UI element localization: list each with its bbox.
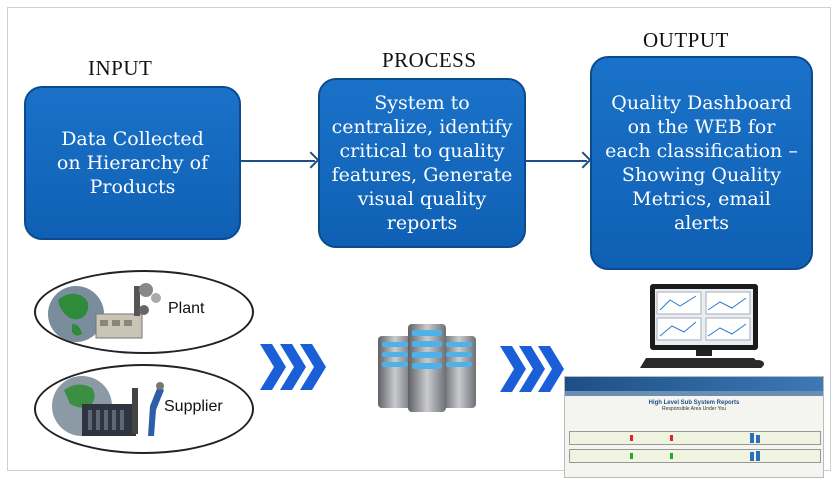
mouse-icon: [752, 360, 764, 368]
input-heading: INPUT: [88, 56, 153, 80]
dashboard-screenshot: High Level Sub System Reports Responsibl…: [564, 376, 824, 478]
input-to-process-arrow: [241, 160, 315, 162]
measuring-arm: [148, 386, 164, 436]
output-box: Quality Dashboard on the WEB for each cl…: [590, 56, 813, 270]
continent-shape: [58, 293, 89, 320]
input-box-text: Data Collected on Hierarchy of Products: [56, 128, 209, 198]
dashboard-row: [569, 431, 821, 445]
plant-oval: Plant: [34, 270, 254, 354]
dashboard-row: [569, 449, 821, 463]
output-box-text: Quality Dashboard on the WEB for each cl…: [605, 92, 798, 234]
server-rack-icon: [378, 324, 476, 412]
computer-monitor-icon: [640, 284, 764, 368]
supplier-illustration: [52, 376, 164, 436]
chevron-right-icon: [500, 346, 564, 392]
dashboard-header-bar: [565, 377, 823, 391]
output-heading: OUTPUT: [643, 28, 729, 52]
plant-label: Plant: [168, 300, 205, 317]
process-box: System to centralize, identify critical …: [318, 78, 526, 248]
dashboard-subtitle: Responsible Area Under You: [662, 406, 726, 412]
process-box-text: System to centralize, identify critical …: [331, 92, 513, 234]
process-heading: PROCESS: [382, 48, 477, 72]
supplier-oval: Supplier: [34, 364, 254, 454]
dashboard-title: High Level Sub System Reports: [648, 400, 740, 406]
supplier-label: Supplier: [164, 398, 223, 415]
plant-illustration: [48, 283, 161, 342]
dashboard-nav-bar: [565, 391, 823, 396]
chevron-right-icon: [260, 344, 326, 390]
robot-arm: [134, 286, 140, 316]
input-box: Data Collected on Hierarchy of Products: [24, 86, 241, 240]
process-to-output-arrow: [526, 160, 587, 162]
keyboard-icon: [640, 358, 762, 368]
